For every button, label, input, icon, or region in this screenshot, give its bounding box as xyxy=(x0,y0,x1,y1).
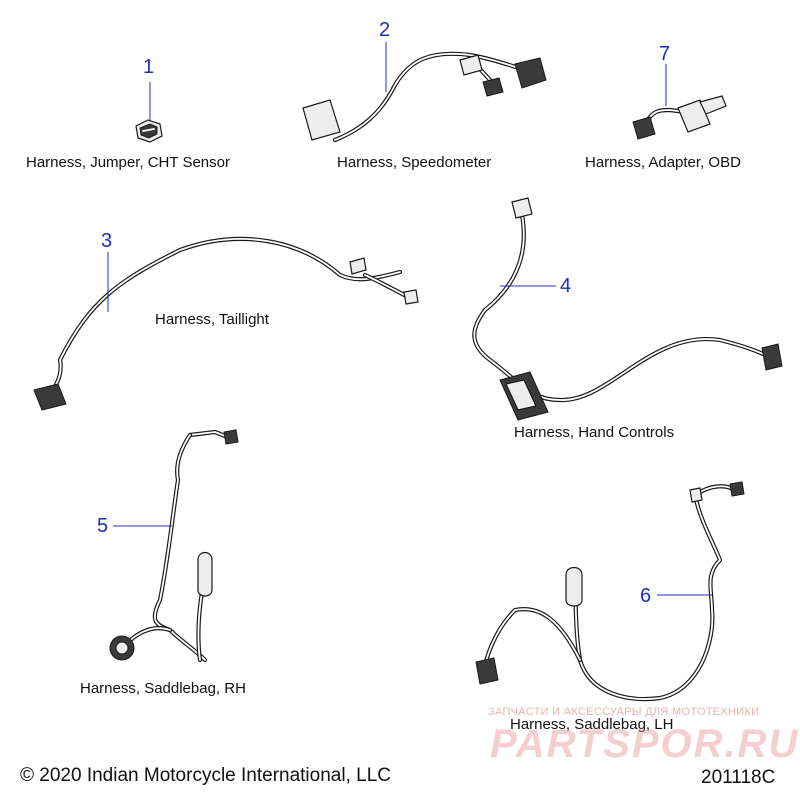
caption-part-1: Harness, Jumper, CHT Sensor xyxy=(26,154,230,171)
caption-part-5: Harness, Saddlebag, RH xyxy=(80,680,246,697)
caption-part-4: Harness, Hand Controls xyxy=(514,424,675,441)
watermark-logo: PARTSPOR.RU xyxy=(490,722,800,766)
callout-number-5: 5 xyxy=(97,515,109,537)
caption-part-7: Harness, Adapter, OBD xyxy=(585,154,741,171)
callout-number-6: 6 xyxy=(640,585,652,607)
callout-number-3: 3 xyxy=(101,230,113,252)
part-7-obd-adapter xyxy=(632,95,727,140)
callout-number-7: 7 xyxy=(659,43,671,65)
diagram-code: 201118C xyxy=(701,767,776,788)
caption-part-3: Harness, Taillight xyxy=(155,311,269,328)
part-5-saddlebag-rh-harness xyxy=(109,429,239,663)
callout-number-2: 2 xyxy=(379,19,391,41)
copyright-text: © 2020 Indian Motorcycle International, … xyxy=(20,765,391,786)
part-4-hand-controls-harness xyxy=(472,197,783,421)
part-6-saddlebag-lh-harness xyxy=(475,481,745,702)
caption-part-6: Harness, Saddlebag, LH xyxy=(510,716,674,733)
watermark-tagline: ЗАПЧАСТИ И АКСЕССУАРЫ ДЛЯ МОТОТЕХНИКИ xyxy=(488,706,760,718)
part-3-taillight-harness xyxy=(33,236,419,411)
caption-part-2: Harness, Speedometer xyxy=(337,154,492,171)
callout-number-4: 4 xyxy=(560,275,572,297)
part-2-speedometer-harness xyxy=(302,51,547,143)
leader-lines xyxy=(107,42,712,596)
callout-number-1: 1 xyxy=(143,56,155,78)
part-1-cht-jumper xyxy=(135,119,163,143)
